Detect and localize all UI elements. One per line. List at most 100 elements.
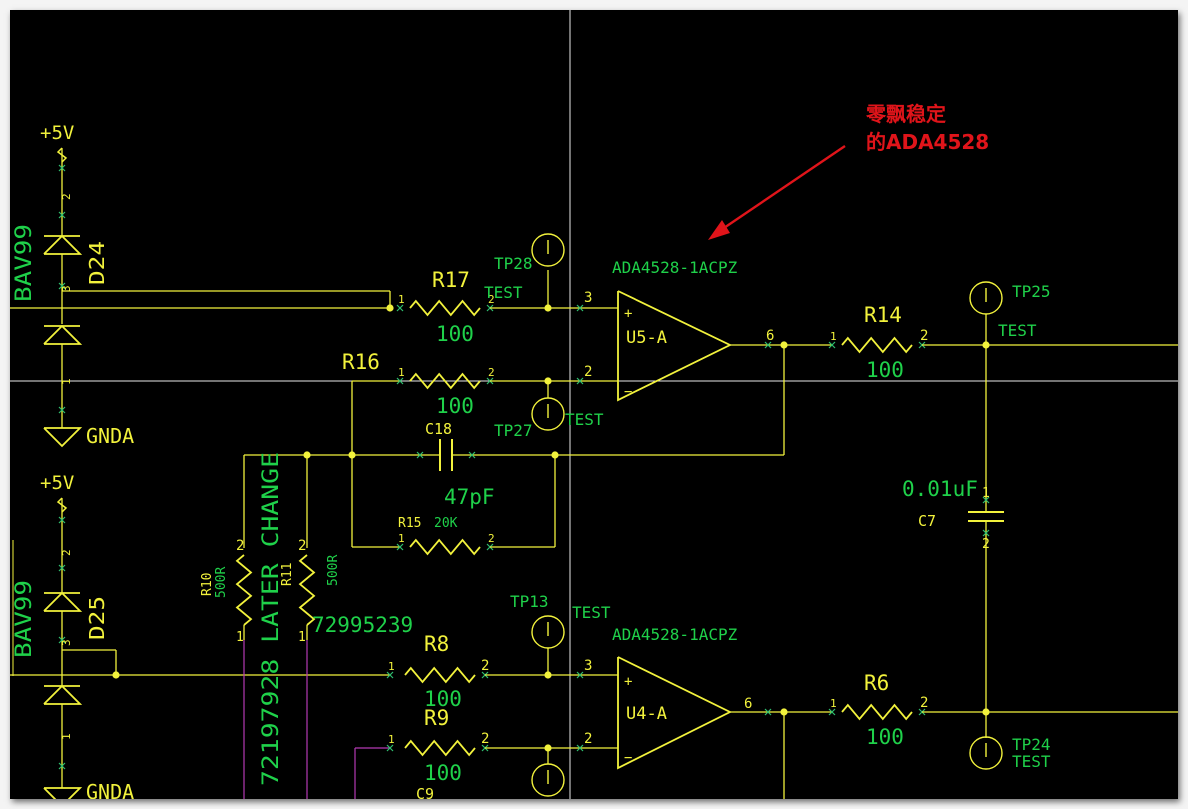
r10-pin1: 1 [236,630,244,645]
pin-marker [576,304,584,312]
u4-pin6: 6 [744,696,752,712]
testpoint-tp27 [531,397,565,431]
r8-pin1: 1 [388,660,395,673]
r11-ref: R11 [280,563,295,586]
u5-minus: − [624,384,632,400]
annotation-text-line1: 零飘稳定 [865,102,946,126]
tp25-label: TEST [998,321,1037,340]
u5-plus: + [624,306,632,322]
plus5v-label-top: +5V [40,122,74,144]
r16-pin2: 2 [488,366,495,379]
r10-pin2: 2 [236,538,244,554]
c18-value: 47pF [444,485,495,509]
d25-pin2-label: 2 [60,549,73,556]
resistor-r9 [404,739,476,757]
tp28-ref: TP28 [494,254,533,273]
tp13-label: TEST [572,603,611,622]
resistor-r10 [235,554,253,626]
r11-value: 500R [326,555,341,586]
tp25-ref: TP25 [1012,282,1051,301]
r14-pin1: 1 [830,330,837,343]
pin-marker-stroke [982,496,990,504]
r16-ref: R16 [342,350,380,374]
pin-marker [576,744,584,752]
r8-pin2: 2 [481,658,489,674]
u4-pin2: 2 [584,731,592,747]
resistor-r17 [409,299,481,317]
r9-value: 100 [424,761,462,785]
pin-marker [58,406,66,414]
r14-value: 100 [866,358,904,382]
testpoint-tp25 [969,281,1003,315]
annotation-text-line2: 的ADA4528 [866,130,989,154]
r6-value: 100 [866,725,904,749]
pin-marker-stroke [58,636,66,644]
pin-marker [58,282,66,290]
pin-marker-stroke [386,744,394,752]
pin-marker [764,708,772,716]
pin-marker-stroke [58,164,66,172]
pin-marker [58,164,66,172]
d24-pin3-label: 3 [60,285,73,292]
u4-minus: − [624,750,632,766]
r14-ref: R14 [864,303,902,327]
r17-ref: R17 [432,268,470,292]
testpoint-circle [969,281,1003,315]
u5-pin6: 6 [766,328,774,344]
r17-value: 100 [436,322,474,346]
testpoint-tp28 [531,233,565,267]
pin-marker-stroke [58,211,66,219]
pin-marker-stroke [982,529,990,537]
pin-marker-stroke [58,406,66,414]
u4-part: ADA4528-1ACPZ [612,625,738,644]
resistor-r16 [409,372,481,390]
testpoint-circle [969,736,1003,770]
pin-marker-stroke [58,282,66,290]
gnda-label-bottom: GNDA [86,780,134,799]
pin-marker [386,671,394,679]
pin-marker-stroke [396,304,404,312]
junction-dot [386,304,394,312]
testpoint-circle [531,615,565,649]
resistor-r6 [841,703,913,721]
pin-marker-stroke [828,708,836,716]
testpoint-tp24 [969,736,1003,770]
u5-part: ADA4528-1ACPZ [612,258,738,277]
resistor-r11 [298,554,316,626]
c7-value: 0.01uF [902,477,978,501]
testpoint-circle [531,233,565,267]
resistor-r15 [409,538,481,556]
d24-pin1-label: 1 [60,378,73,385]
pin-marker [576,377,584,385]
testpoint-circle [531,763,565,797]
r6-pin1: 1 [830,697,837,710]
r8-ref: R8 [424,632,449,656]
c18-ref: C18 [425,420,452,438]
r17-pin1: 1 [398,293,405,306]
diode-d25-lower [43,684,83,705]
u5-pin3: 3 [584,290,592,306]
tp27-ref: TP27 [494,421,533,440]
gnda-symbol-bottom [43,787,83,799]
pin-marker-stroke [58,564,66,572]
note-later-change: 72197928 LATER CHANGE [259,452,284,786]
r16-value: 100 [436,394,474,418]
pin-marker [828,708,836,716]
testpoint-lower [531,763,565,797]
pin-marker [386,744,394,752]
annotation-arrow-shaft [717,145,846,233]
r15-pin1: 1 [398,532,405,545]
pin-marker-stroke [396,543,404,551]
r11-pin2: 2 [298,538,306,554]
d24-ref-label: D24 [85,241,109,285]
u5-pin2: 2 [584,364,592,380]
r6-ref: R6 [864,671,889,695]
gnda-symbol-top [43,427,83,448]
gnda-label-top: GNDA [86,424,134,448]
r10-ref: R10 [200,573,215,596]
opamp-u5 [617,290,733,402]
opamp-u4 [617,656,733,770]
pin-marker-stroke [58,516,66,524]
